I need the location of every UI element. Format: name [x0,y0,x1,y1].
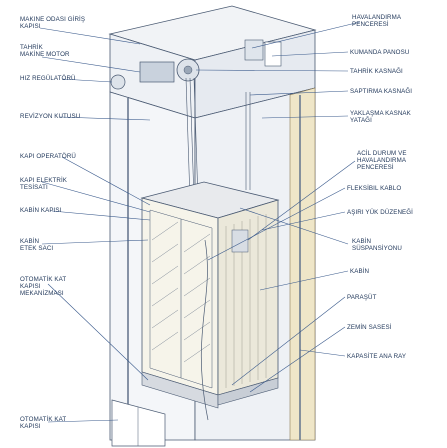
control-panel-box [264,41,282,67]
label-overspeed-governor: HIZ REGÜLATÖRÜ [20,75,76,82]
ventilation-window-top [244,39,264,61]
label-deflection-sheave: SAPTIRMA KASNAĞI [350,88,413,95]
label-door-wiring: KAPI ELEKTRİK TESİSATI [20,177,68,191]
label-overload-device: AŞIRI YÜK DÜZENEĞİ [347,209,413,216]
emergency-ventilation-window [231,229,249,253]
label-main-rail: KAPASİTE ANA RAY [347,353,407,360]
label-sheave-bearing: YAKLAŞMA KASNAK YATAĞI [350,110,411,124]
label-door-operator: KAPI OPERATÖRÜ [20,153,76,160]
label-inspection-box: REVİZYON KUTUSU [20,113,81,120]
label-control-panel: KUMANDA PANOSU [350,49,410,56]
label-floor-frame: ZEMİN SASESİ [347,324,392,331]
label-landing-door: OTOMATİK KAT KAPISI [20,416,67,430]
label-emergency-window: ACİL DURUM VE HAVALANDIRMA PENCERESİ [357,150,407,171]
cabin-apron [141,371,219,409]
door-hatching [151,221,211,363]
label-cabin-suspension: KABİN SÜSPANSİYONU [352,238,402,252]
label-cabin: KABİN [350,268,370,275]
label-drive-machine-motor: TAHRİK MAKİNE MOTOR [20,44,70,58]
overspeed-governor [110,74,126,90]
travelling-cable [200,239,209,421]
label-cabin-apron: KABİN ETEK SACI [20,238,54,252]
drive-machine-motor [139,58,200,83]
cabin [140,181,280,409]
guide-rails [127,95,301,440]
floor-frame [217,377,279,406]
label-machine-room-door: MAKINE ODASI GİRİŞ KAPISI [20,16,86,30]
label-traction-sheave: TAHRİK KASNAĞI [350,68,403,75]
label-ventilation-window: HAVALANDIRMA PENCERESİ [352,14,402,28]
leader-lines-right [195,21,361,393]
leader-lines-left [39,27,151,423]
landing-door [111,399,166,447]
label-flexible-cable: FLEKSİBIL KABLO [347,185,402,192]
label-landing-door-mechanism: OTOMATİK KAT KAPISI MEKANİZMASI [20,276,67,297]
label-cabin-door: KABİN KAPISI [20,207,62,214]
label-safety-gear: PARAŞÜT [347,294,377,301]
suspension-ropes [185,77,251,201]
